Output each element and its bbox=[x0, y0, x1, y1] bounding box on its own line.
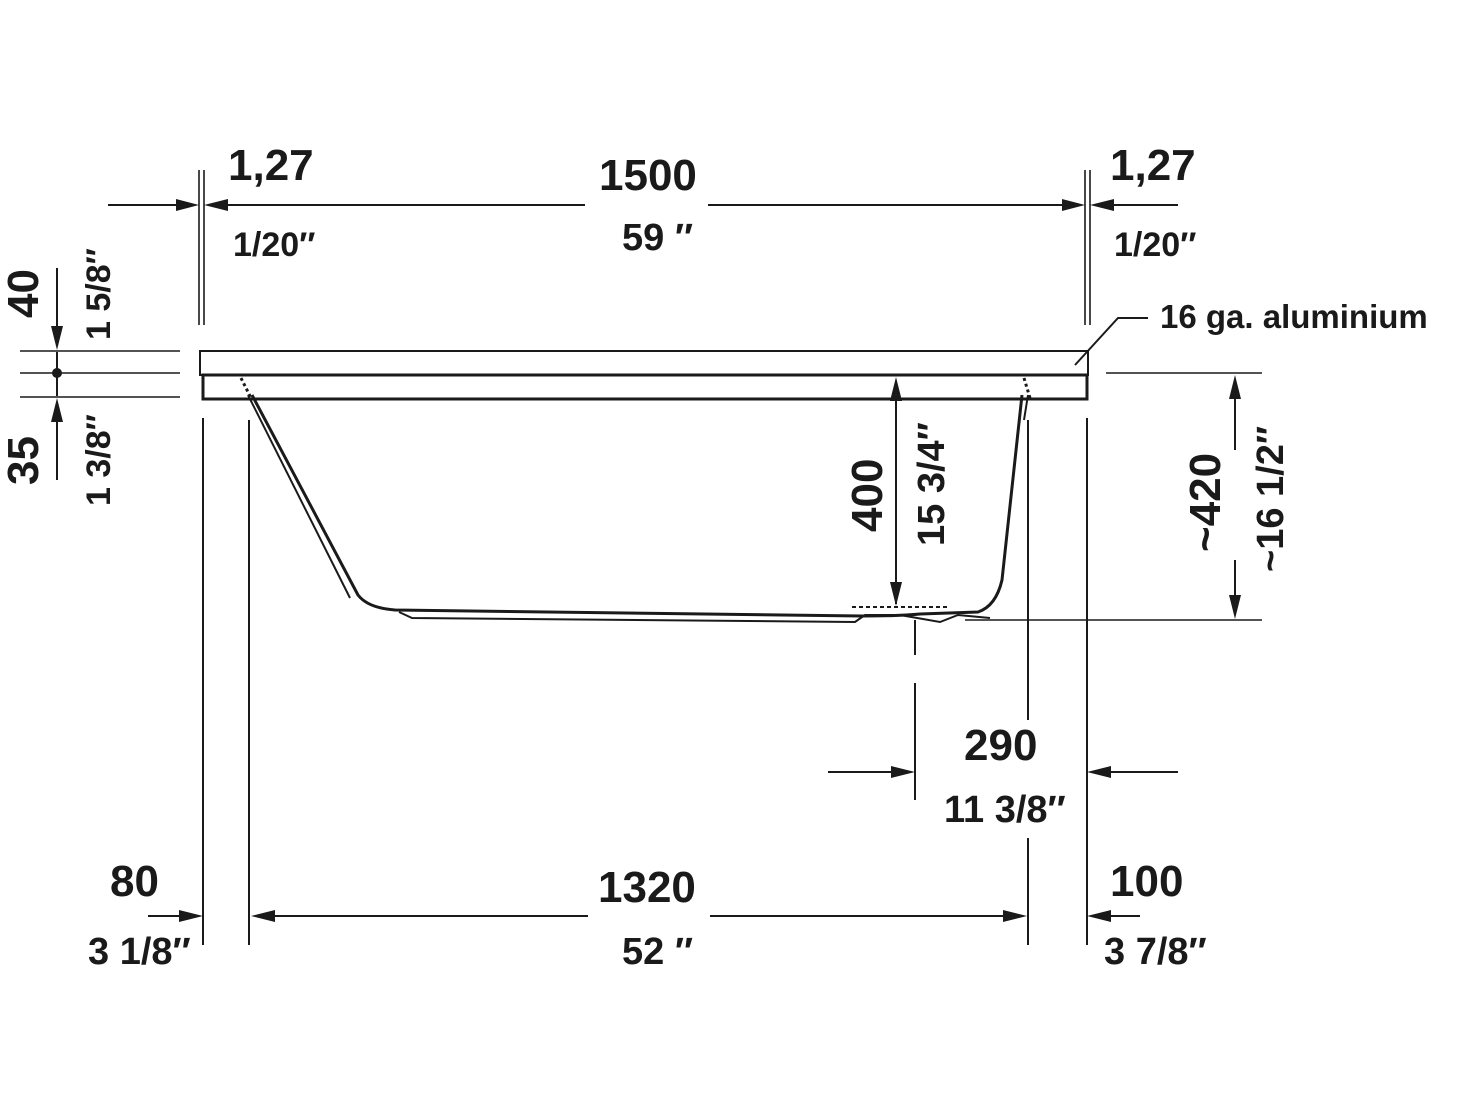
height-mm: ~420 bbox=[1181, 453, 1230, 552]
dimension-height: ~420 ~16 1/2″ bbox=[1181, 375, 1292, 619]
dimension-overall-length: 1,27 1/20″ 1500 59 ″ 1,27 1/20″ bbox=[108, 141, 1196, 264]
dimension-rim-thickness: 40 1 5/8″ 35 1 3/8″ bbox=[0, 248, 118, 506]
overall-length-in: 59 ″ bbox=[622, 217, 693, 259]
left-base-offset-in: 3 1/8″ bbox=[88, 931, 191, 973]
left-flange-in: 1/20″ bbox=[233, 226, 315, 264]
material-callout: 16 ga. aluminium bbox=[1074, 298, 1428, 366]
rim-lower-in: 1 3/8″ bbox=[80, 414, 118, 506]
left-flange-mm: 1,27 bbox=[228, 141, 314, 190]
drain-offset-in: 11 3/8″ bbox=[944, 789, 1066, 831]
tub-flange bbox=[201, 373, 1089, 401]
rim-upper-mm: 40 bbox=[0, 269, 48, 318]
rim-lower-mm: 35 bbox=[0, 436, 48, 485]
right-base-offset-in: 3 7/8″ bbox=[1104, 931, 1207, 973]
right-flange-in: 1/20″ bbox=[1114, 226, 1196, 264]
dimension-base: 80 3 1/8″ 1320 52 ″ 100 3 7/8″ bbox=[88, 857, 1207, 973]
overall-length-mm: 1500 bbox=[599, 151, 697, 200]
drain-offset-mm: 290 bbox=[964, 721, 1037, 770]
right-flange-mm: 1,27 bbox=[1110, 141, 1196, 190]
depth-mm: 400 bbox=[843, 459, 892, 532]
base-length-in: 52 ″ bbox=[622, 931, 693, 973]
base-length-mm: 1320 bbox=[598, 863, 696, 912]
tub-rim-top bbox=[199, 350, 1089, 376]
tub-outline bbox=[199, 350, 1089, 945]
left-base-offset-mm: 80 bbox=[110, 857, 159, 906]
tub-basin-profile bbox=[250, 394, 1024, 618]
rim-upper-in: 1 5/8″ bbox=[80, 248, 118, 340]
material-label: 16 ga. aluminium bbox=[1160, 298, 1428, 335]
dimension-depth: 400 15 3/4″ bbox=[843, 377, 953, 606]
depth-in: 15 3/4″ bbox=[911, 422, 953, 546]
dimension-drain-offset: 290 11 3/8″ bbox=[828, 721, 1178, 831]
height-in: ~16 1/2″ bbox=[1250, 426, 1292, 572]
extension-lines bbox=[20, 170, 1262, 945]
right-base-offset-mm: 100 bbox=[1110, 857, 1183, 906]
